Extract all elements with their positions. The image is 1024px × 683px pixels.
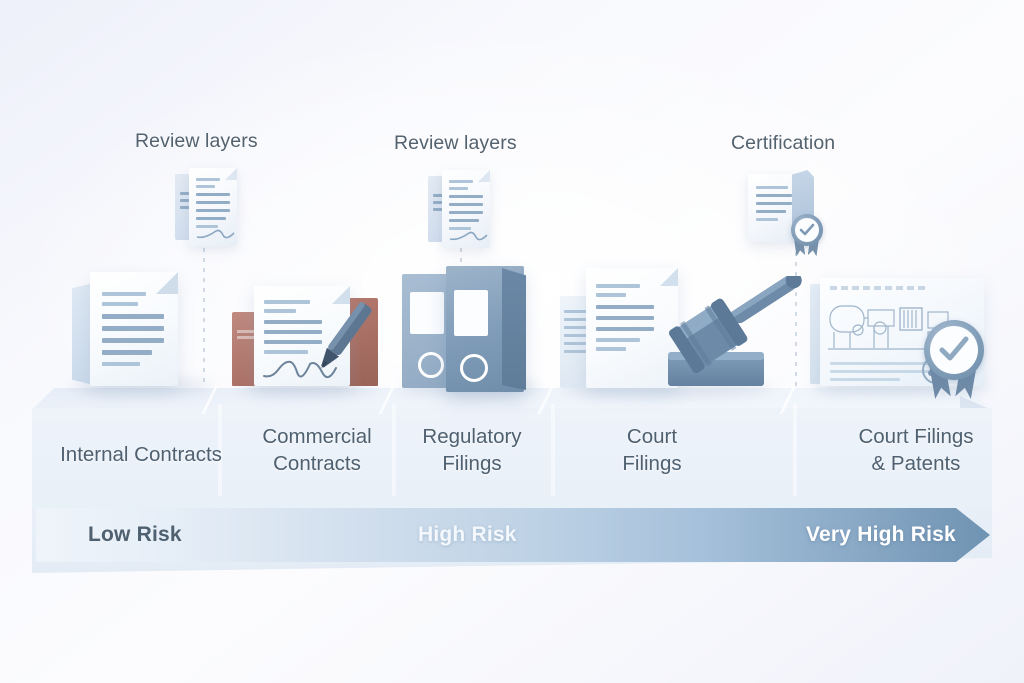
patent-header-text [830,286,926,290]
patent-certificate-icon [810,278,988,390]
stacked-documents-icon-1 [175,168,245,248]
signed-contract-with-pen-icon [232,286,382,390]
plain-document-icon [72,272,190,390]
signature-squiggle-icon [449,231,488,241]
annotation-label-certification: Certification [731,132,836,154]
binder-label-window-back [410,292,444,334]
page-fold-corner [156,272,178,294]
stage-label-internal-contracts: Internal Contracts [60,443,222,466]
stage-divider-front-4 [793,404,797,496]
annotation-label-review-layers-1: Review layers [135,130,258,152]
stage-divider-front-3 [551,404,555,496]
binder-finger-hole-back [418,352,444,378]
award-seal-large-icon [918,318,996,398]
stage-label-regulatory-filings: Regulatory Filings [422,425,522,475]
connector-line-3 [795,252,797,397]
check-mark-icon [799,223,815,236]
pen-icon [321,302,372,369]
gavel-and-document-icon [560,268,802,392]
stage-label-court-filings: Court Filings [622,425,682,475]
stage-label-court-filings-patents: Court Filings & Patents [858,425,974,475]
ring-binders-icon [402,266,532,392]
page-fold-corner [660,268,678,286]
gavel-icon [668,276,802,374]
award-seal-icon [788,212,828,256]
gavel-sound-block [668,356,764,386]
risk-label-very-high: Very High Risk [806,523,956,546]
platform-top-surface [32,388,992,410]
annotation-label-review-layers-2: Review layers [394,132,517,154]
signature-squiggle-icon [196,229,235,239]
risk-label-low: Low Risk [88,523,182,546]
stage-divider-front-2 [392,404,396,496]
stage-divider-front-1 [218,404,222,496]
signature-squiggle-icon [263,360,337,379]
connector-line-1 [203,248,205,398]
stage-label-commercial-contracts: Commercial Contracts [262,425,372,475]
check-mark-icon [939,336,969,361]
signature-squiggle-icon [596,354,662,376]
certificate-seal-icon [748,170,838,256]
page-fold-corner [225,168,237,180]
page-fold-corner [332,286,350,304]
risk-gradient-arrow [36,508,990,562]
binder-label-window-front [454,290,488,336]
risk-label-high: High Risk [418,523,517,546]
binder-finger-hole-front [460,354,488,382]
stacked-documents-icon-2 [428,170,498,250]
page-fold-corner [478,170,490,182]
